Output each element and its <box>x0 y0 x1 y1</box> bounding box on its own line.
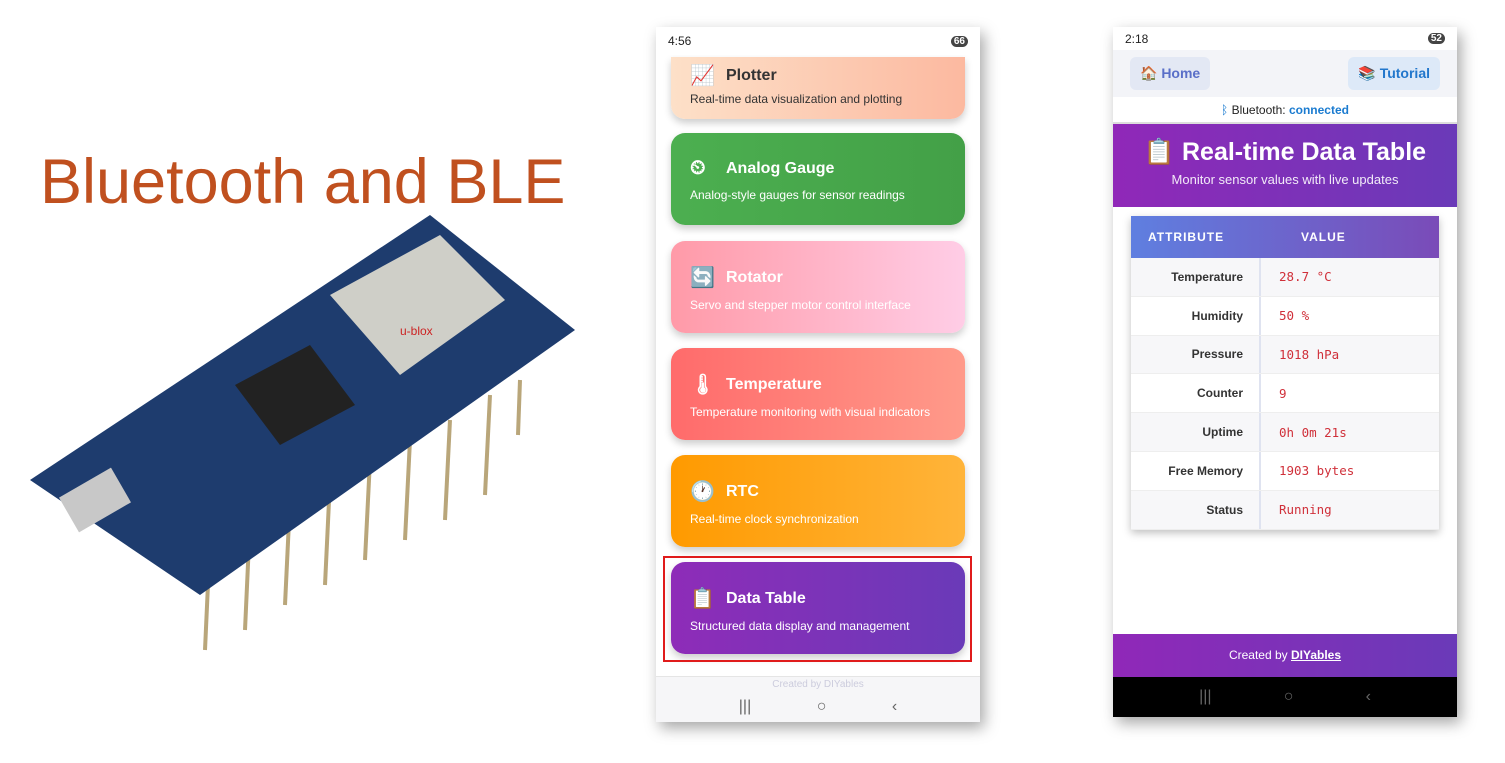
card-title: RTC <box>726 482 759 500</box>
clock-icon: 🕐 <box>690 481 715 503</box>
page-title: 📋 Real-time Data Table <box>1143 138 1427 166</box>
back-button[interactable]: ‹ <box>891 697 898 715</box>
card-title-row: 📈 Plotter <box>690 63 946 88</box>
gauge-icon: ⏲ <box>690 157 706 179</box>
footer-credit: Created by DIYables <box>772 679 864 690</box>
home-nav-button[interactable]: ○ <box>1283 688 1294 705</box>
module-label: u-blox <box>400 324 433 338</box>
system-nav-bar: ||| ○ ‹ <box>1113 677 1457 717</box>
value-cell: 0h 0m 21s <box>1279 424 1347 440</box>
table-row: Humidity 50 % <box>1131 296 1439 336</box>
home-nav-button[interactable]: ○ <box>816 697 827 715</box>
attribute-cell: Uptime <box>1131 413 1261 451</box>
bluetooth-state: connected <box>1288 103 1349 117</box>
card-title-row: 🌡 Temperature <box>690 372 946 397</box>
status-time: 4:56 <box>668 34 692 48</box>
attribute-cell: Counter <box>1131 374 1261 413</box>
card-title: Temperature <box>726 375 822 393</box>
value-cell: 9 <box>1279 385 1287 401</box>
card-title: Analog Gauge <box>726 159 835 177</box>
home-button[interactable]: 🏠 Home <box>1130 57 1211 90</box>
bluetooth-status: ᛒ Bluetooth: connected <box>1113 97 1457 124</box>
card-description: Real-time clock synchronization <box>690 512 859 526</box>
card-rtc[interactable]: 🕐 RTC Real-time clock synchronization <box>671 455 965 547</box>
card-description: Servo and stepper motor control interfac… <box>690 298 911 312</box>
card-description: Temperature monitoring with visual indic… <box>690 405 931 419</box>
card-title: Rotator <box>726 268 783 286</box>
card-description: Real-time data visualization and plottin… <box>690 92 903 106</box>
table-row: Uptime 0h 0m 21s <box>1131 413 1439 452</box>
table-row: Status Running <box>1131 490 1439 530</box>
data-table: ATTRIBUTE VALUE Temperature 28.7 °C Humidit… <box>1131 216 1439 530</box>
diyables-link[interactable]: DIYables <box>1291 648 1342 662</box>
recent-apps-button[interactable]: ||| <box>1199 688 1212 705</box>
phone-screen-data-table: 2:18 52 🏠 Home 📚 Tutorial ᛒ Bluetooth: con… <box>1113 27 1457 717</box>
column-value: VALUE <box>1301 230 1346 244</box>
slide-title: Bluetooth and BLE <box>40 147 566 217</box>
clipboard-icon: 📋 <box>690 588 715 610</box>
footer-text: Created by <box>1228 648 1291 662</box>
value-cell: 1903 bytes <box>1279 463 1355 479</box>
attribute-cell: Humidity <box>1131 296 1261 335</box>
rotate-icon: 🔄 <box>690 267 715 289</box>
table-row: Free Memory 1903 bytes <box>1131 451 1439 491</box>
highlight-box <box>663 556 972 662</box>
attribute-cell: Temperature <box>1131 258 1261 296</box>
card-title-row: ⏲ Analog Gauge <box>690 157 946 180</box>
battery-indicator: 52 <box>1427 33 1445 44</box>
bluetooth-icon: ᛒ <box>1221 103 1229 117</box>
bottom-nav: Created by DIYables ||| ○ ‹ <box>656 676 980 722</box>
tutorial-button[interactable]: 📚 Tutorial <box>1348 57 1440 90</box>
card-title: Plotter <box>726 66 777 84</box>
value-cell: 1018 hPa <box>1279 346 1340 362</box>
card-title: Data Table <box>726 589 806 607</box>
status-bar: 2:18 52 <box>1113 27 1457 50</box>
value-cell: 50 % <box>1279 308 1310 324</box>
attribute-cell: Status <box>1131 490 1261 529</box>
battery-indicator: 66 <box>950 35 968 47</box>
thermometer-icon: 🌡 <box>690 374 716 396</box>
card-title-row: 🔄 Rotator <box>690 265 946 290</box>
arduino-nano-board-image: u-blox <box>30 215 575 651</box>
page-subtitle: Monitor sensor values with live updates <box>1171 172 1399 187</box>
back-button[interactable]: ‹ <box>1365 688 1371 705</box>
chart-icon: 📈 <box>690 65 715 87</box>
card-title-row: 📋 Data Table <box>690 586 946 611</box>
table-row: Temperature 28.7 °C <box>1131 258 1439 297</box>
value-cell: Running <box>1279 502 1332 518</box>
card-description: Structured data display and management <box>690 619 910 633</box>
table-header: ATTRIBUTE VALUE <box>1131 216 1439 258</box>
attribute-cell: Pressure <box>1131 335 1261 374</box>
status-bar: 4:56 66 <box>656 27 980 55</box>
column-attribute: ATTRIBUTE <box>1148 230 1225 244</box>
bluetooth-label: Bluetooth: <box>1231 103 1286 117</box>
table-row: Pressure 1018 hPa <box>1131 335 1439 375</box>
status-time: 2:18 <box>1125 31 1149 46</box>
attribute-cell: Free Memory <box>1131 451 1261 490</box>
value-cell: 28.7 °C <box>1279 269 1332 285</box>
recent-apps-button[interactable]: ||| <box>738 697 752 715</box>
footer: Created by DIYables <box>1113 634 1457 677</box>
card-description: Analog-style gauges for sensor readings <box>690 188 905 202</box>
card-title-row: 🕐 RTC <box>690 479 946 504</box>
table-row: Counter 9 <box>1131 374 1439 414</box>
